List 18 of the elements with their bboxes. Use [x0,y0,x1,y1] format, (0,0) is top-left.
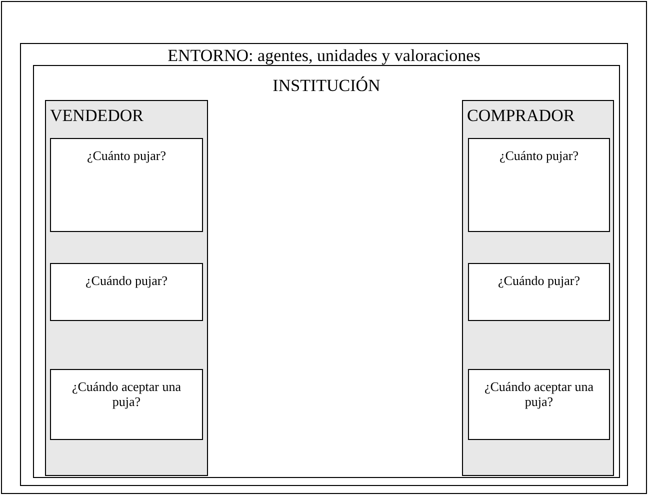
question-box [50,369,203,440]
panel-title: INSTITUCIÓN [272,76,382,95]
question-text: ¿Cuánto pujar? [86,148,168,163]
question-box [468,138,610,232]
column-title: VENDEDOR [49,106,144,125]
agent-column [45,100,208,476]
question-box [468,263,610,321]
agent-column [462,100,614,476]
question-text: ¿Cuándo aceptar una puja? [70,379,182,409]
question-text: ¿Cuándo pujar? [497,273,581,288]
question-text: ¿Cuánto pujar? [498,148,580,163]
question-text: ¿Cuándo pujar? [84,273,168,288]
question-box [50,138,203,232]
panel-title: ENTORNO: agentes, unidades y valoraciones [166,46,482,65]
question-box [468,369,610,440]
question-box [50,263,203,321]
question-text: ¿Cuándo aceptar una puja? [483,379,594,409]
column-title: COMPRADOR [466,106,576,125]
